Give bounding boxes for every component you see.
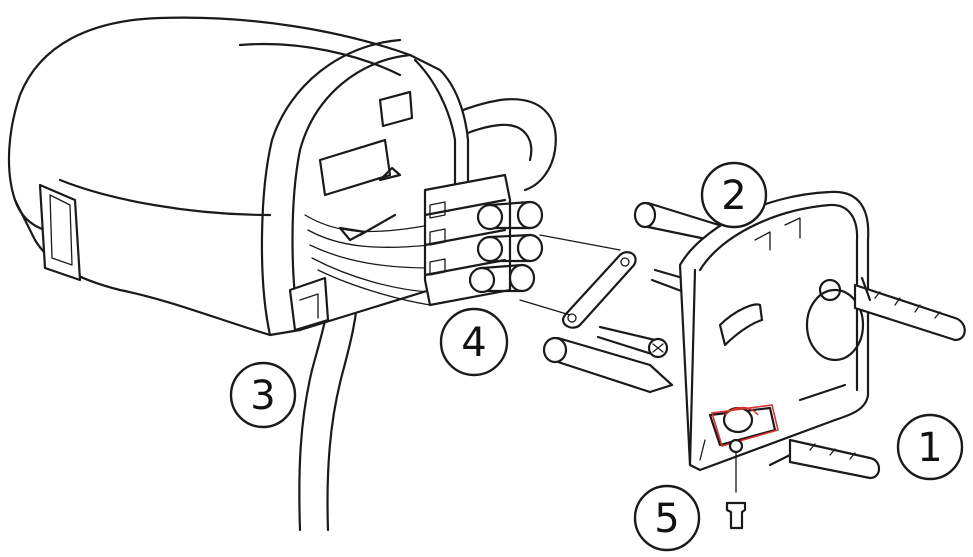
internal-wires: [304, 90, 431, 306]
cable-clamp: [708, 404, 779, 530]
callout-circle: [229, 361, 297, 429]
callout-5: 5: [633, 484, 701, 552]
terminal-block: [423, 173, 544, 307]
callout-3: 3: [229, 361, 297, 429]
alignment-lines: [519, 234, 621, 316]
callout-circle: [439, 307, 509, 377]
callout-circle: [633, 484, 701, 552]
callout-number: 5: [654, 496, 679, 542]
callout-number: 2: [721, 173, 746, 219]
jumper-bar: [562, 251, 637, 329]
callout-circle: [896, 413, 964, 481]
callout-number: 1: [917, 425, 942, 471]
callout-4: 4: [439, 307, 509, 377]
lamp-housing: [7, 16, 470, 337]
wall-plugs: [768, 276, 966, 480]
terminal-screws: [468, 200, 544, 294]
callout-circle: [700, 161, 768, 229]
callouts: 1 2 3 4 5: [229, 161, 964, 552]
callout-1: 1: [896, 413, 964, 481]
callout-number: 3: [250, 373, 275, 419]
callout-number: 4: [461, 320, 486, 366]
callout-2: 2: [700, 161, 768, 229]
